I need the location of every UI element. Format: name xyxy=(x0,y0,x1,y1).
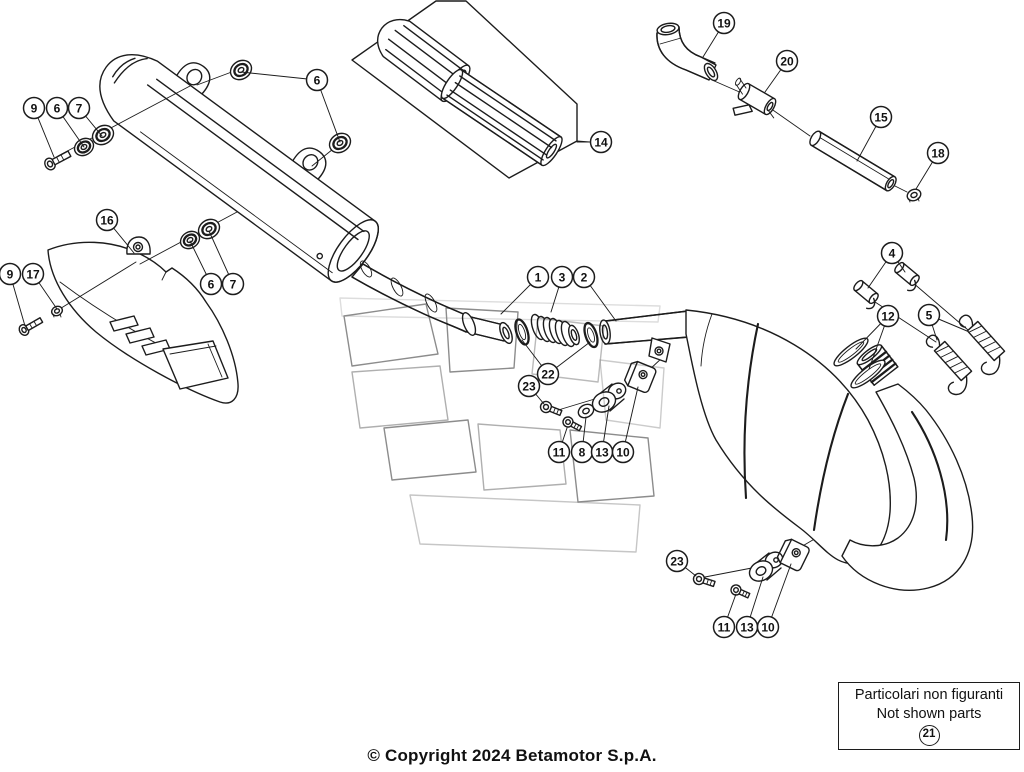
callout-2: 2 xyxy=(572,265,596,289)
callout-23: 23 xyxy=(517,374,541,398)
svg-text:11: 11 xyxy=(718,621,731,635)
svg-text:6: 6 xyxy=(208,278,215,292)
callout-9: 9 xyxy=(22,96,46,120)
o-ring xyxy=(583,321,599,349)
svg-text:20: 20 xyxy=(780,55,794,69)
spring-hook-fitting xyxy=(853,279,879,310)
exhaust-spring xyxy=(958,314,1006,376)
callout-18: 18 xyxy=(926,141,950,165)
flange-gasket xyxy=(850,359,886,389)
callout-12: 12 xyxy=(876,304,900,328)
copyright-text: © Copyright 2024 Betamotor S.p.A. xyxy=(367,746,657,765)
elbow-fitting xyxy=(656,22,719,82)
svg-text:18: 18 xyxy=(931,147,945,161)
washer xyxy=(179,230,201,250)
svg-text:17: 17 xyxy=(26,268,40,282)
mount-bracket xyxy=(776,538,810,572)
svg-text:10: 10 xyxy=(761,621,775,635)
boost-valve xyxy=(732,77,777,119)
svg-text:19: 19 xyxy=(717,17,731,31)
expansion-chamber xyxy=(599,309,974,591)
svg-text:22: 22 xyxy=(541,368,555,382)
svg-text:6: 6 xyxy=(54,102,61,116)
silencer-packing-inset xyxy=(351,0,591,179)
not-shown-parts-box: Particolari non figuranti Not shown part… xyxy=(838,682,1020,750)
svg-text:1: 1 xyxy=(535,271,542,285)
shield-bolt xyxy=(18,317,44,336)
callout-6: 6 xyxy=(199,272,223,296)
spring-hook-fitting xyxy=(894,261,920,292)
svg-text:7: 7 xyxy=(76,102,83,116)
svg-text:23: 23 xyxy=(670,555,684,569)
callout-7: 7 xyxy=(221,272,245,296)
callout-11: 11 xyxy=(712,615,736,639)
callout-23: 23 xyxy=(665,549,689,573)
svg-text:13: 13 xyxy=(595,446,609,460)
callout-6: 6 xyxy=(305,68,329,92)
svg-text:5: 5 xyxy=(926,309,933,323)
callout-22: 22 xyxy=(536,362,560,386)
callout-4: 4 xyxy=(880,241,904,265)
heat-shield xyxy=(47,236,239,404)
leader-line-6 xyxy=(240,71,318,81)
svg-text:8: 8 xyxy=(579,446,586,460)
callout-10: 10 xyxy=(756,615,780,639)
mount-bushing xyxy=(591,382,627,413)
mount-bolt xyxy=(562,416,583,432)
mount-bushing xyxy=(748,551,784,582)
svg-text:15: 15 xyxy=(874,111,888,125)
callout-15: 15 xyxy=(869,105,893,129)
callout-10: 10 xyxy=(611,440,635,464)
svg-text:6: 6 xyxy=(314,74,321,88)
callout-13: 13 xyxy=(590,440,614,464)
mount-bolt xyxy=(730,584,751,599)
callout-17: 17 xyxy=(21,262,45,286)
svg-text:12: 12 xyxy=(881,310,895,324)
svg-text:2: 2 xyxy=(581,271,588,285)
mount-bolt xyxy=(692,572,716,588)
valve-rod-tube xyxy=(809,130,897,192)
mount-bolt xyxy=(539,400,563,417)
callout-11: 11 xyxy=(547,440,571,464)
callout-1: 1 xyxy=(526,265,550,289)
not-shown-parts-line2: Not shown parts xyxy=(876,706,982,722)
svg-text:9: 9 xyxy=(7,268,14,282)
rod-nut xyxy=(906,188,922,203)
rubber-grommet xyxy=(328,132,352,154)
callout-19: 19 xyxy=(712,11,736,35)
shield-nut xyxy=(50,305,64,318)
callout-13: 13 xyxy=(735,615,759,639)
svg-text:10: 10 xyxy=(616,446,630,460)
svg-text:13: 13 xyxy=(740,621,754,635)
callout-20: 20 xyxy=(775,49,799,73)
svg-text:4: 4 xyxy=(889,247,896,261)
callout-3: 3 xyxy=(550,265,574,289)
rubber-grommet xyxy=(197,218,221,240)
rubber-grommet xyxy=(229,59,253,81)
callout-9: 9 xyxy=(0,262,22,286)
callout-7: 7 xyxy=(67,96,91,120)
svg-text:3: 3 xyxy=(559,271,566,285)
svg-text:11: 11 xyxy=(553,446,566,460)
tail-pipe xyxy=(351,260,513,345)
callout-14: 14 xyxy=(589,130,613,154)
silencer-bolt xyxy=(44,150,72,171)
callout-16: 16 xyxy=(95,208,119,232)
svg-text:14: 14 xyxy=(594,136,608,150)
callout-6: 6 xyxy=(45,96,69,120)
callout-8: 8 xyxy=(570,440,594,464)
mount-bracket xyxy=(623,360,657,394)
svg-text:7: 7 xyxy=(230,278,237,292)
flex-coupler xyxy=(530,313,580,348)
callout-5: 5 xyxy=(917,303,941,327)
not-shown-parts-line1: Particolari non figuranti xyxy=(854,687,1004,704)
exhaust-spring xyxy=(925,334,973,396)
svg-text:23: 23 xyxy=(522,380,536,394)
svg-text:16: 16 xyxy=(100,214,114,228)
svg-text:9: 9 xyxy=(31,102,38,116)
silencer xyxy=(99,53,379,283)
callout-21: 21 xyxy=(918,724,940,746)
